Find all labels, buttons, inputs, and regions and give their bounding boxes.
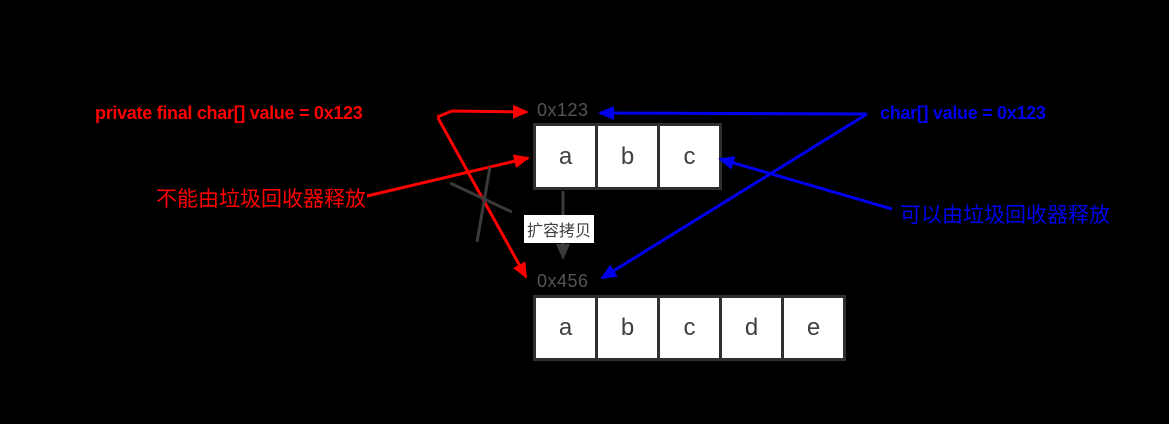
- array-cell: a: [536, 298, 595, 358]
- address-label-0x456: 0x456: [537, 271, 589, 291]
- cross-out-x-mark: [449, 166, 513, 243]
- array-cell: e: [784, 298, 843, 358]
- label-char-value: char[] value = 0x123: [880, 103, 1046, 123]
- blue-arrow-ref-to-0x456: [600, 112, 868, 280]
- red-arrow-ref-to-0x123: [436, 104, 529, 119]
- red-arrow-note-to-cell-a: [366, 154, 530, 198]
- array-cell: b: [598, 298, 657, 358]
- blue-arrow-note-to-cell-c: [718, 156, 893, 211]
- address-label-0x123: 0x123: [537, 100, 589, 120]
- array-cell: c: [660, 298, 719, 358]
- label-private-final-char-value: private final char[] value = 0x123: [95, 103, 363, 123]
- label-expand-copy: 扩容拷贝: [524, 215, 595, 243]
- array-cell: d: [722, 298, 781, 358]
- blue-arrow-ref-to-0x123: [598, 106, 868, 121]
- array-cell: c: [660, 126, 719, 187]
- char-array-0x456: a b c d e: [533, 295, 846, 361]
- label-cannot-be-gc-released: 不能由垃圾回收器释放: [156, 188, 366, 211]
- array-cell: b: [598, 126, 657, 187]
- array-cell: a: [536, 126, 595, 187]
- label-can-be-gc-released: 可以由垃圾回收器释放: [900, 204, 1110, 227]
